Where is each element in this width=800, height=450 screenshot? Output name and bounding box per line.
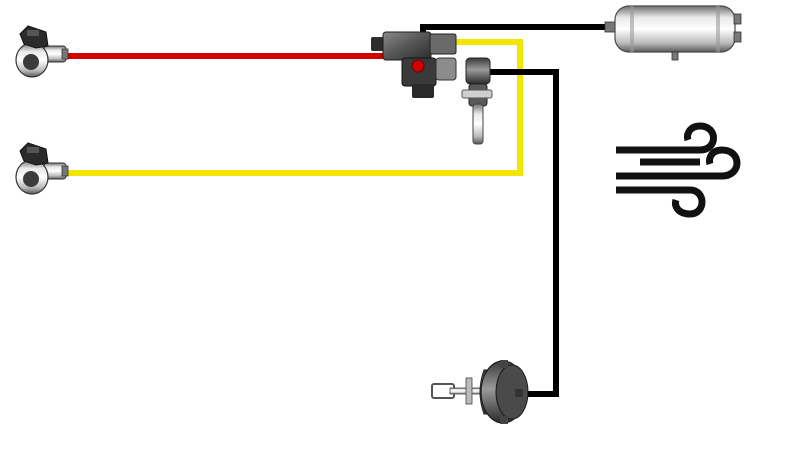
trailer-brake-valve-icon [371, 31, 493, 145]
air-lines [62, 24, 615, 397]
brake-chamber-icon [431, 360, 529, 424]
brake-chamber-line-black [490, 69, 559, 397]
control-line-yellow [62, 39, 523, 176]
wind-icon [616, 122, 741, 218]
air-tank-icon [604, 5, 742, 61]
gladhand-coupling-control-icon [15, 142, 69, 195]
gladhand-coupling-supply-icon [15, 25, 69, 78]
